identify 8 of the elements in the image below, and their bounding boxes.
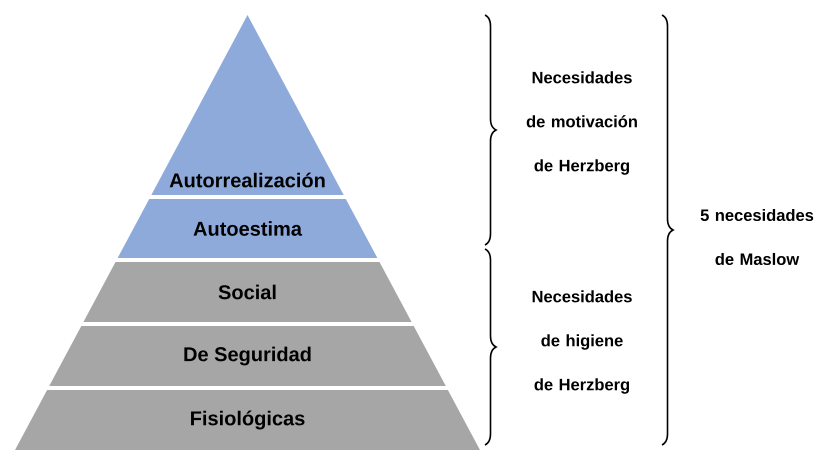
brace-label: Necesidades de higiene de Herzberg	[532, 290, 632, 394]
brace-label: Necesidades de motivación de Herzberg	[526, 71, 637, 175]
pyramid-level: De Seguridad	[49, 326, 446, 386]
pyramid-level: Social	[83, 262, 412, 322]
pyramid-level: Autoestima	[118, 199, 378, 258]
pyramid-level: Autorrealización	[151, 15, 344, 195]
pyramid-level: Fisiológicas	[15, 390, 480, 450]
brace-label: 5 necesidades de Maslow	[700, 208, 814, 266]
